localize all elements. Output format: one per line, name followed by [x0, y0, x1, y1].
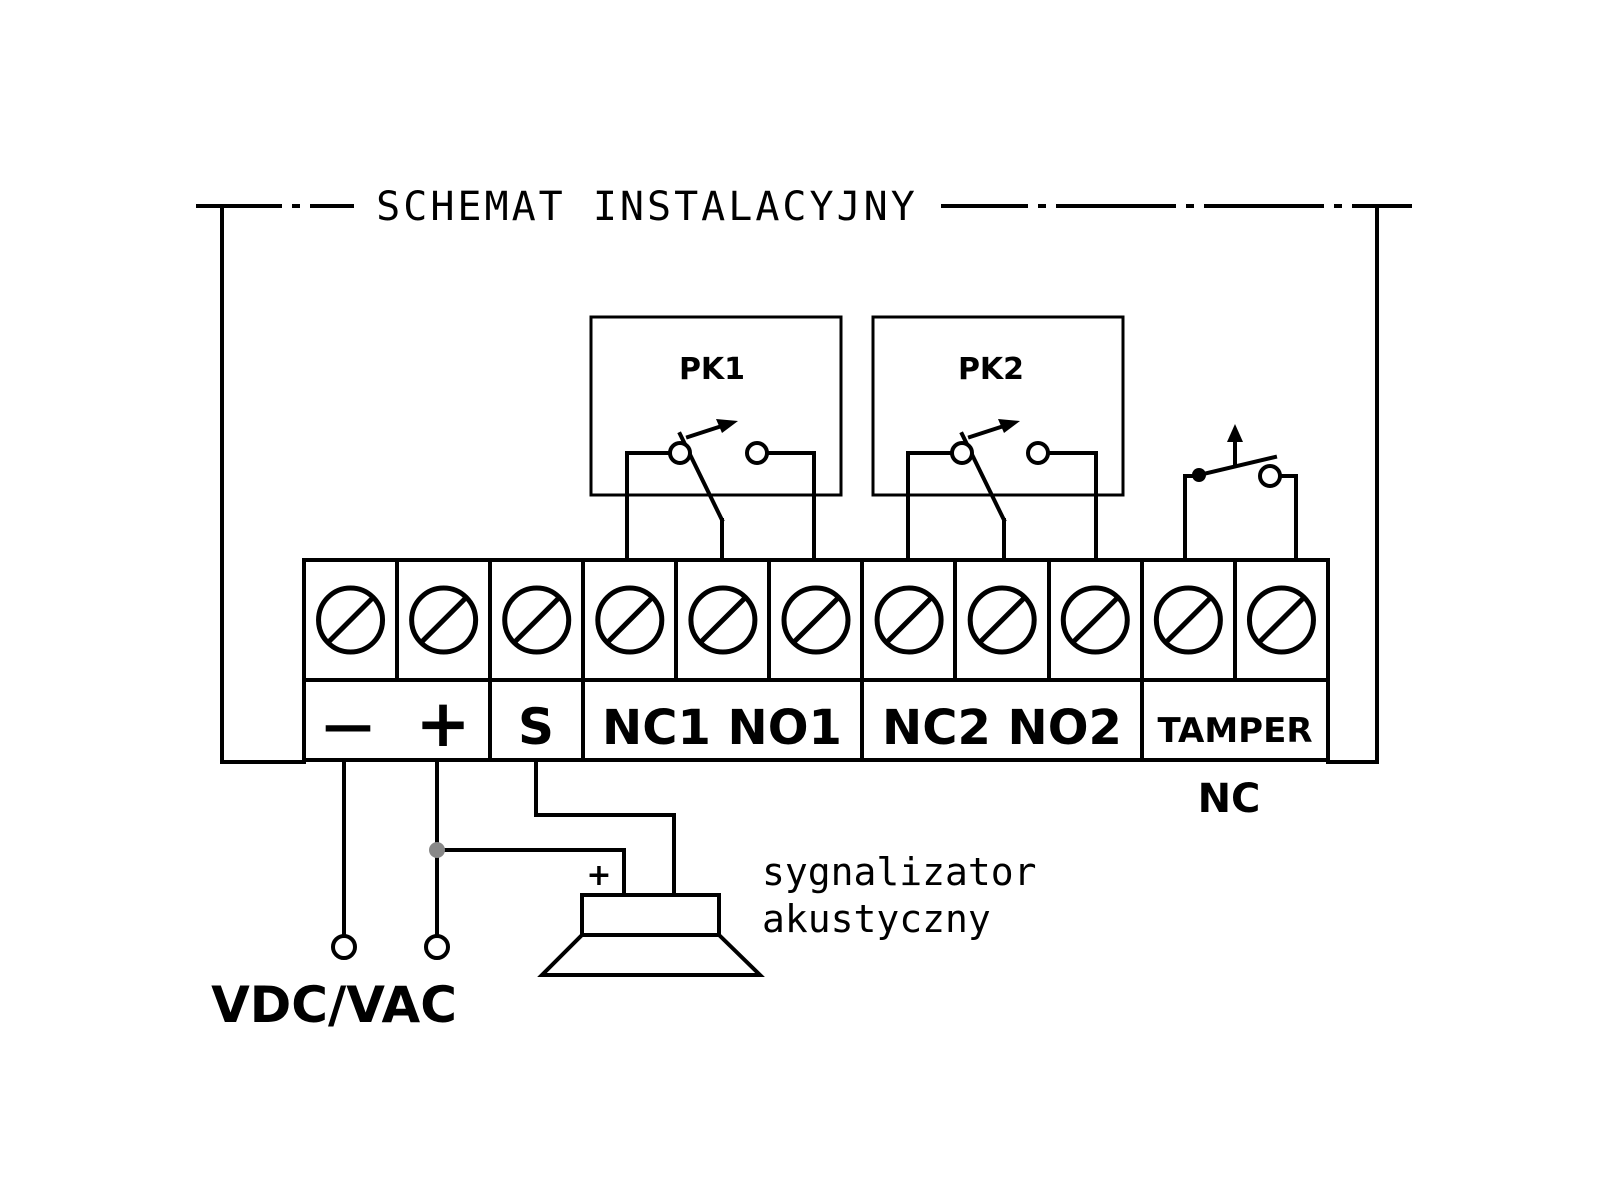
- tamper-switch: [1183, 424, 1298, 560]
- terminal-screw: [316, 585, 386, 655]
- power-minus-terminal: [331, 934, 357, 960]
- terminal-relay1-label: NC1 NO1: [602, 700, 842, 756]
- terminal-minus-label: —: [323, 696, 373, 754]
- terminal-screw: [1060, 585, 1130, 655]
- terminal-screw: [781, 585, 851, 655]
- frame: [196, 204, 1412, 764]
- diagram-title: SCHEMAT INSTALACYJNY: [376, 184, 918, 230]
- terminal-screw: [409, 585, 479, 655]
- relay-pk1: [589, 315, 843, 560]
- tamper-type-label: NC: [1198, 776, 1261, 822]
- terminal-screw: [1153, 585, 1223, 655]
- terminal-screw: [502, 585, 572, 655]
- signal-wiring: [534, 760, 676, 897]
- terminal-screw: [874, 585, 944, 655]
- siren-label-line1: sygnalizator: [762, 850, 1037, 894]
- terminal-relay2-label: NC2 NO2: [882, 700, 1122, 756]
- siren-plus-mark: +: [586, 858, 611, 893]
- siren: [537, 893, 765, 977]
- terminal-tamper-label: TAMPER: [1157, 711, 1312, 751]
- relay-pk2: [871, 315, 1125, 560]
- power-wiring: [331, 760, 626, 960]
- terminal-screw: [1246, 585, 1316, 655]
- terminal-screw: [688, 585, 758, 655]
- relay-pk1-label: PK1: [679, 352, 745, 387]
- power-plus-terminal: [424, 934, 450, 960]
- terminal-plus-label: +: [415, 685, 470, 762]
- power-label: VDC/VAC: [211, 976, 457, 1034]
- terminal-screw: [595, 585, 665, 655]
- terminal-screw: [967, 585, 1037, 655]
- terminal-signal-label: S: [518, 698, 554, 756]
- siren-label-line2: akustyczny: [762, 897, 991, 941]
- terminal-block: [302, 558, 1330, 762]
- relay-pk2-label: PK2: [958, 352, 1024, 387]
